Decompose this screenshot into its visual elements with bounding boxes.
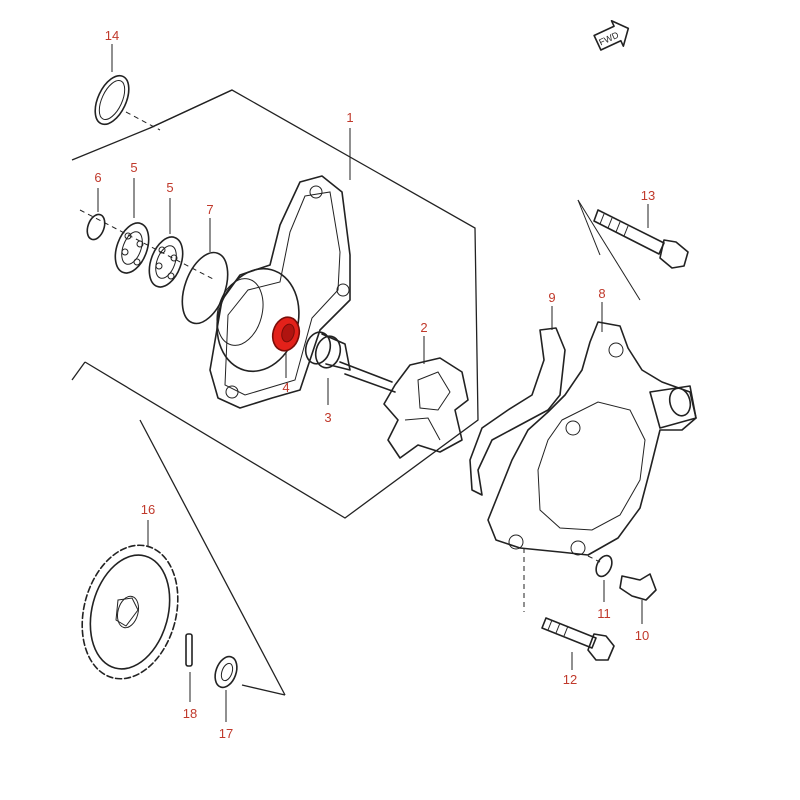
part-18-pin [185,633,193,702]
callout-17: 17 [219,726,233,741]
part-4-mechanical-seal [271,316,301,378]
callout-11: 11 [597,606,611,621]
assembly-frame [71,89,479,696]
part-7-o-ring [181,218,229,325]
callout-2: 2 [420,320,427,335]
callout-5a: 5 [130,160,137,175]
part-6-circlip [86,188,106,241]
callout-14: 14 [105,28,119,43]
callout-9: 9 [548,290,555,305]
callout-7: 7 [206,202,213,217]
part-9-gasket [469,306,566,496]
part-16-pump-gear [81,520,179,680]
callout-1: 1 [346,110,353,125]
part-11-washer [587,554,613,602]
callout-18: 18 [183,706,197,721]
callout-6: 6 [94,170,101,185]
part-17-washer [214,655,238,722]
part-8-pump-case [487,302,697,612]
part-12-bolt [541,617,615,670]
part-14-o-ring [94,44,161,131]
callout-12: 12 [563,672,577,687]
callout-3: 3 [324,410,331,425]
callout-16: 16 [141,502,155,517]
fwd-arrow-icon: FWD [593,19,630,51]
part-5-bearing-b [148,198,184,288]
callout-8: 8 [598,286,605,301]
callout-4: 4 [282,380,289,395]
callout-5b: 5 [166,180,173,195]
part-2-impeller [383,336,469,459]
callout-10: 10 [635,628,649,643]
part-13-bolt [577,199,689,301]
callout-13: 13 [641,188,655,203]
part-3-impeller-shaft [304,331,396,405]
part-5-bearing-a [114,178,150,274]
part-10-drain-bolt [619,573,657,624]
part-1-pump-cover [209,128,351,409]
